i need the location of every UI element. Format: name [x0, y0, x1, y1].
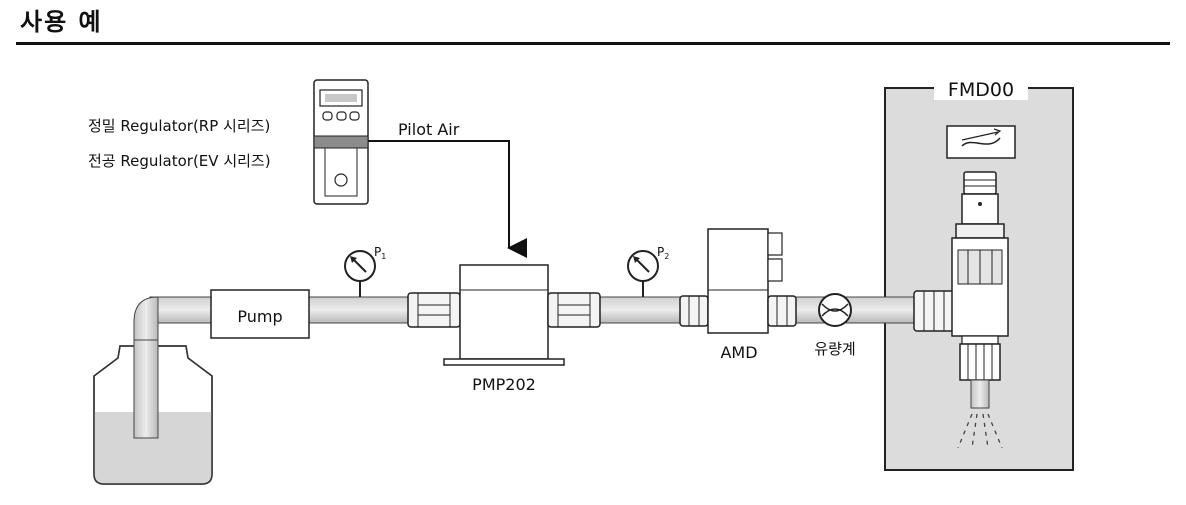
pilot-air-line — [368, 140, 527, 258]
pump: Pump — [210, 289, 310, 339]
liquid-tank — [93, 339, 213, 485]
title-underline — [16, 42, 1170, 45]
p1-label: P1 — [374, 245, 386, 261]
suction-pipe — [149, 296, 221, 324]
pump-label: Pump — [237, 307, 282, 326]
amd-label: AMD — [720, 343, 757, 362]
pressure-gauge-p2: P2 — [627, 245, 669, 297]
fmd-nozzle-assembly — [913, 171, 1009, 409]
flow-sensor-box — [946, 125, 1016, 159]
regulator — [313, 79, 369, 205]
pmp202-pump: PMP202 — [407, 264, 601, 394]
fmd-label: FMD00 — [948, 79, 1014, 101]
amd-valve: AMD — [679, 228, 797, 362]
flowmeter: 유량계 — [814, 293, 856, 358]
pilot-air-label: Pilot Air — [398, 120, 460, 139]
spray-lines — [957, 413, 1003, 449]
regulator-label-ev: 전공 Regulator(EV 시리즈) — [88, 152, 271, 170]
pmp-label: PMP202 — [472, 375, 536, 394]
p2-label: P2 — [657, 245, 669, 261]
pressure-gauge-p1: P1 — [344, 245, 386, 297]
page-title: 사용 예 — [20, 8, 103, 36]
regulator-label-rp: 정밀 Regulator(RP 시리즈) — [88, 117, 270, 135]
flowmeter-label: 유량계 — [814, 340, 855, 358]
